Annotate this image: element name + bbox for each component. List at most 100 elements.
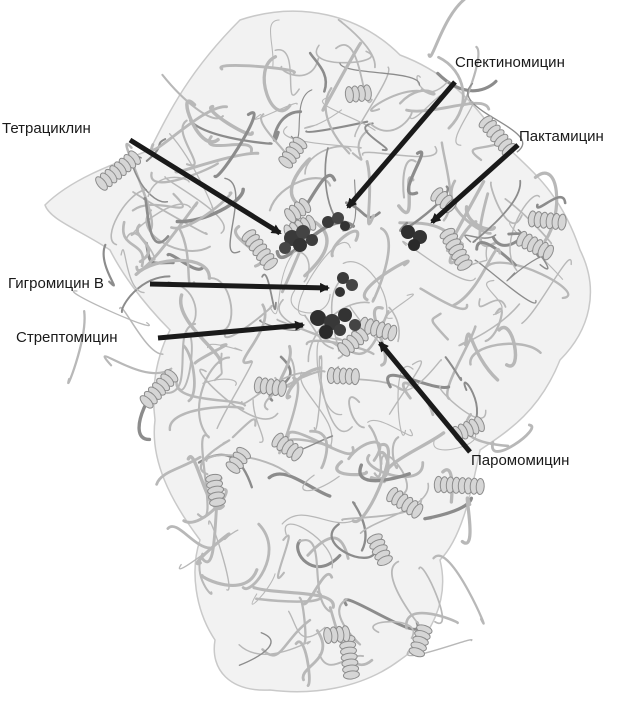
rna-strand (281, 514, 353, 525)
label-spectinomycin: Спектиномицин (455, 54, 565, 71)
protein-helix (527, 210, 567, 231)
rna-strand (458, 303, 521, 347)
rna-strand (305, 339, 375, 356)
rna-strand (278, 298, 343, 341)
rna-strand (313, 355, 323, 431)
rna-strand (309, 429, 329, 470)
rna-strand (182, 344, 196, 403)
rna-strand (161, 73, 224, 120)
rna-strand (147, 176, 190, 198)
tetracycline-site (279, 225, 318, 254)
rna-strand (274, 49, 300, 96)
protein-helix (408, 624, 433, 658)
rna-strand (352, 501, 367, 552)
rna-strand (155, 455, 202, 486)
rna-strand (436, 71, 498, 93)
label-tetracycline: Тетрациклин (2, 120, 91, 137)
rna-strand (166, 253, 205, 271)
rna-strand (289, 157, 312, 205)
rna-strand (460, 496, 472, 545)
rna-strand (366, 453, 425, 479)
rna-strand (224, 305, 273, 339)
rna-strand (455, 101, 474, 146)
rna-strand (216, 361, 254, 430)
rna-strand (197, 356, 231, 439)
rna-strand (342, 261, 388, 324)
rna-strand (405, 101, 491, 113)
spectinomycin-site (322, 212, 350, 231)
rna-strand (475, 241, 517, 267)
rna-strand (208, 520, 230, 591)
rna-strand (213, 352, 223, 382)
rna-strand (463, 332, 500, 382)
rna-strand (354, 66, 390, 138)
protein-helix (366, 533, 393, 567)
protein-helix (478, 115, 517, 156)
rna-strand (536, 195, 567, 209)
rna-strand (464, 413, 510, 448)
rna-strand (165, 322, 197, 395)
rna-strand (283, 126, 362, 149)
rna-strand (491, 423, 534, 453)
rna-strand (497, 325, 518, 368)
rna-strand (287, 610, 326, 638)
rna-strand (348, 396, 365, 429)
arrow-spectinomycin (346, 80, 457, 209)
rna-strand (397, 365, 414, 436)
protein-helix (326, 367, 360, 386)
rna-strand (369, 110, 413, 132)
arrow-paromomycin (378, 341, 472, 454)
rna-strand (318, 355, 353, 432)
rna-strand (486, 279, 503, 316)
rna-strand (254, 102, 298, 120)
protein-helix (278, 136, 308, 169)
protein-helix (433, 475, 485, 495)
rna-strand (261, 273, 277, 311)
rna-strand (433, 430, 476, 451)
rna-strand (178, 529, 239, 570)
protein-helix (338, 634, 360, 680)
rna-strand (335, 460, 369, 477)
rna-strand (304, 145, 352, 175)
rna-strand (450, 179, 492, 235)
rna-strand (509, 194, 541, 272)
rna-strand (166, 525, 212, 550)
rna-strand (468, 246, 488, 267)
arrow-hygromycin-b (149, 281, 330, 293)
protein-helix (95, 150, 141, 191)
rna-strand (521, 259, 572, 325)
rna-strand (368, 424, 383, 478)
rna-strand (364, 122, 388, 151)
rna-strand (431, 312, 450, 341)
drug-sites (279, 212, 427, 339)
rna-strand (208, 277, 233, 332)
protein-helix (241, 229, 278, 271)
rna-strand (372, 620, 415, 639)
rna-strand (359, 482, 429, 534)
protein-helix (253, 376, 287, 397)
rna-strand (298, 241, 351, 316)
rna-strand (208, 104, 254, 136)
rna-strand (351, 443, 391, 523)
rna-strand (263, 370, 326, 411)
rna-strand (200, 568, 259, 588)
rna-strand (143, 197, 170, 244)
rna-strand (121, 220, 145, 268)
rna-strand (193, 343, 228, 365)
rna-strand (484, 307, 503, 343)
rna-strand (437, 55, 465, 130)
rna-strand (330, 229, 360, 258)
rna-strand (371, 227, 391, 303)
rna-strand (330, 523, 377, 559)
rna-strand (175, 187, 245, 224)
rna-strand (290, 289, 331, 314)
rna-strand (241, 522, 271, 591)
rna-strand (386, 293, 414, 319)
rna-strand (67, 309, 86, 384)
rna-strand (402, 159, 417, 199)
rna-strand (358, 463, 411, 483)
protein-helix (284, 198, 312, 224)
rna-strand (446, 325, 477, 401)
rna-strand (199, 439, 231, 476)
